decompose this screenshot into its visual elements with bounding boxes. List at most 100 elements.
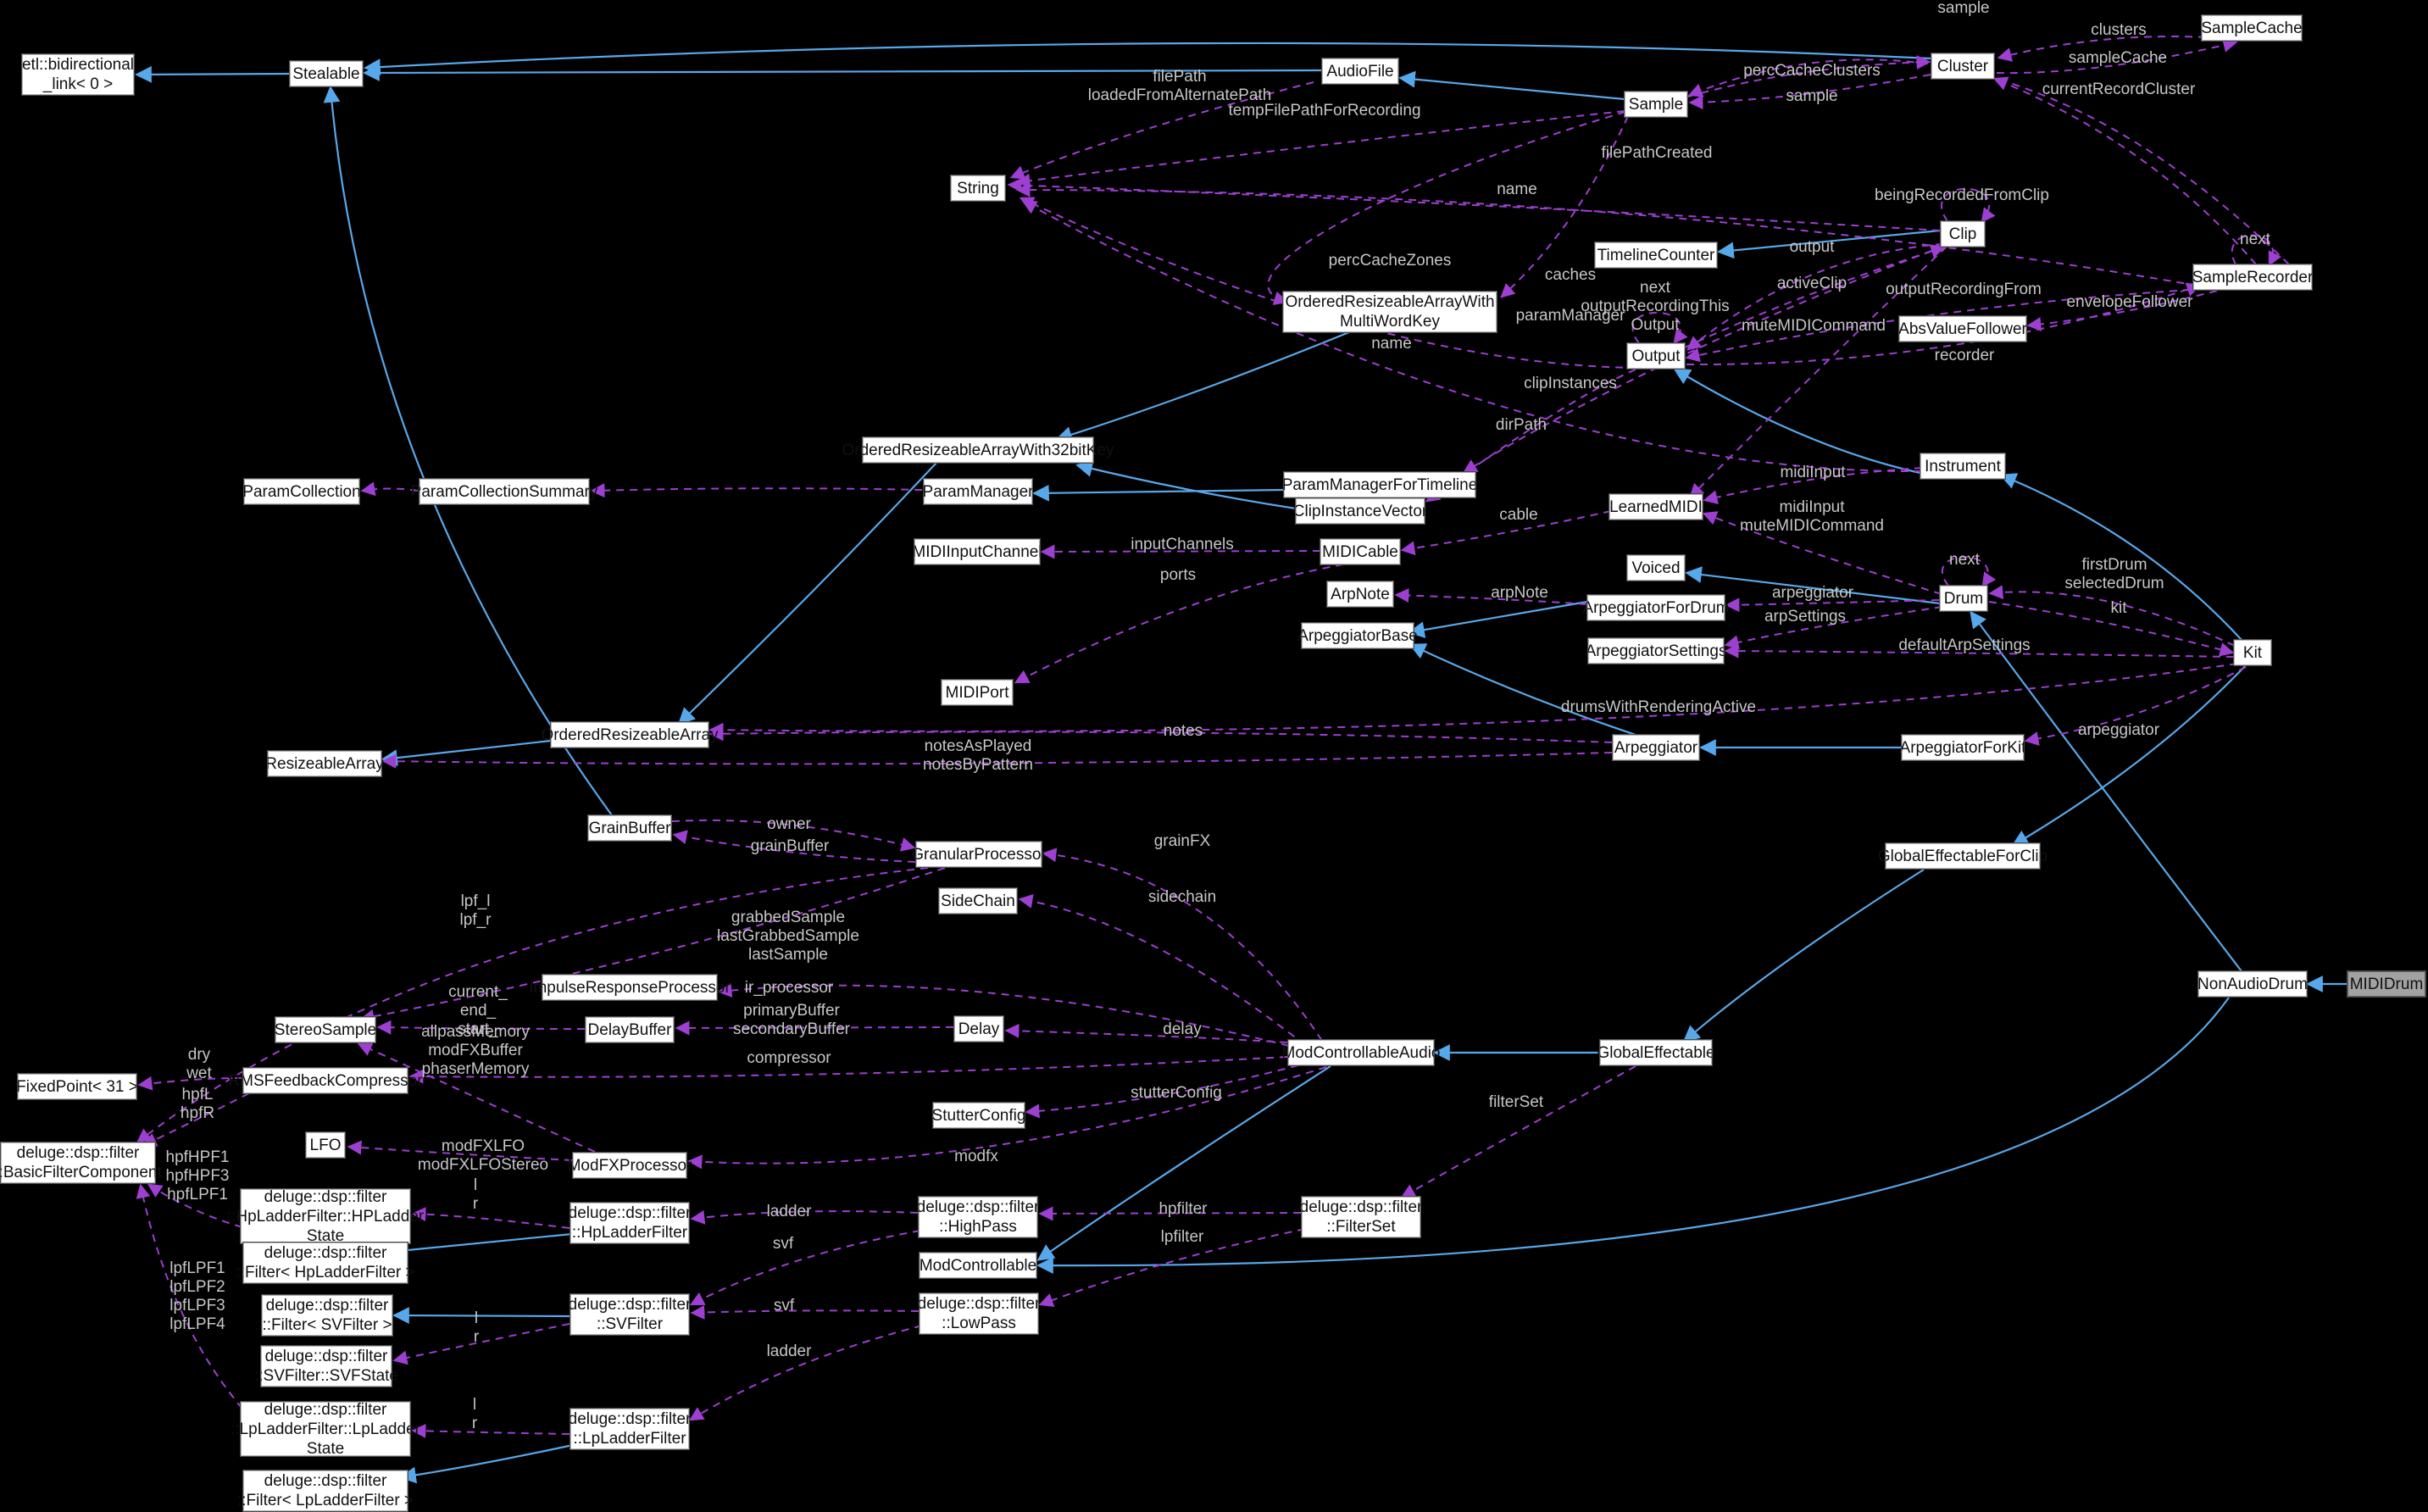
inheritance-edge-12	[1408, 643, 1636, 737]
node-arpeggiator[interactable]: Arpeggiator	[1612, 734, 1700, 761]
node-delay-buffer[interactable]: DelayBuffer	[585, 1016, 675, 1043]
node-filter-hp-ladder[interactable]: deluge::dsp::filter ::Filter< HpLadderFi…	[236, 1242, 415, 1284]
composition-edge-85	[1400, 1065, 1636, 1198]
node-mod-controllable[interactable]: ModControllable	[919, 1252, 1037, 1279]
composition-edge-40	[1685, 288, 2205, 363]
composition-edge-48	[1462, 245, 1946, 474]
node-grain-buffer[interactable]: GrainBuffer	[587, 814, 672, 842]
node-filter-sv[interactable]: deluge::dsp::filter ::Filter< SVFilter >	[261, 1294, 393, 1337]
composition-edge-88	[690, 1209, 919, 1225]
node-midi-input-channel[interactable]: MIDIInputChannel	[912, 538, 1042, 565]
composition-edge-27	[1687, 58, 2290, 265]
composition-edge-56	[1014, 564, 1344, 684]
node-learned-midi[interactable]: LearnedMIDI	[1608, 493, 1703, 520]
node-sample-cache[interactable]: SampleCache	[2201, 14, 2303, 42]
node-non-audio-drum[interactable]: NonAudioDrum	[2197, 970, 2308, 998]
node-instrument[interactable]: Instrument	[1920, 453, 2006, 480]
composition-edge-70	[1042, 848, 1323, 1042]
inheritance-edge-13	[1408, 600, 1588, 638]
composition-edge-55	[1040, 544, 1321, 559]
node-ordered-resizeable-array-with-32bit-key[interactable]: OrderedResizeableArrayWith32bitKey	[842, 436, 1114, 464]
node-timeline-counter[interactable]: TimelineCounter	[1594, 242, 1718, 269]
node-arpeggiator-base[interactable]: ArpeggiatorBase	[1297, 622, 1418, 649]
node-lp-ladder-filter[interactable]: deluge::dsp::filter ::LpLadderFilter	[568, 1408, 692, 1450]
node-basic-filter-component[interactable]: deluge::dsp::filter ::BasicFilterCompone…	[0, 1142, 162, 1184]
composition-edge-87	[1038, 1228, 1306, 1307]
node-global-effectable[interactable]: GlobalEffectable	[1597, 1039, 1715, 1066]
node-clip-instance-vector[interactable]: ClipInstanceVector	[1293, 498, 1427, 525]
node-impulse-response-processor[interactable]: ImpulseResponseProcessor	[529, 974, 731, 1001]
node-global-effectable-for-clip[interactable]: GlobalEffectableForClip	[1878, 842, 2047, 870]
inheritance-edge-21	[2011, 664, 2247, 847]
composition-edge-63	[1724, 643, 2235, 659]
node-clip[interactable]: Clip	[1940, 220, 1986, 247]
node-filter-set[interactable]: deluge::dsp::filter ::FilterSet	[1299, 1196, 1423, 1238]
node-low-pass[interactable]: deluge::dsp::filter ::LowPass	[917, 1292, 1041, 1335]
inheritance-edge-18	[381, 739, 552, 766]
node-param-manager-for-timeline[interactable]: ParamManagerForTimeline	[1282, 471, 1477, 498]
node-ordered-resizeable-array[interactable]: OrderedResizeableArray	[541, 721, 719, 748]
inheritance-edge-4	[1398, 70, 1625, 101]
composition-edge-34	[1015, 110, 1625, 188]
node-voiced[interactable]: Voiced	[1626, 554, 1686, 581]
composition-edge-92	[411, 1207, 570, 1229]
node-midi-cable[interactable]: MIDICable	[1320, 538, 1401, 565]
node-side-chain[interactable]: SideChain	[938, 887, 1018, 914]
node-stealable[interactable]: Stealable	[289, 60, 364, 87]
node-kit[interactable]: Kit	[2233, 639, 2272, 666]
composition-edge-71	[1018, 893, 1306, 1046]
composition-edge-46	[1267, 111, 1626, 306]
node-param-collection[interactable]: ParamCollection	[242, 478, 361, 505]
node-ordered-resizeable-array-with-multi-word-key[interactable]: OrderedResizeableArrayWith MultiWordKey	[1282, 291, 1497, 333]
composition-edge-52	[1703, 467, 1923, 504]
composition-edge-60	[1988, 601, 2235, 657]
node-hp-ladder-state[interactable]: deluge::dsp::filter ::HpLadderFilter::HP…	[226, 1187, 425, 1245]
node-fixed-point[interactable]: FixedPoint< 31 >	[16, 1073, 138, 1100]
node-etl-bidirectional-link[interactable]: etl::bidirectional _link< 0 >	[21, 53, 135, 96]
composition-edge-51	[1021, 200, 1923, 473]
node-output[interactable]: Output	[1626, 342, 1686, 370]
node-sv-filter[interactable]: deluge::dsp::filter ::SVFilter	[568, 1293, 692, 1336]
node-sample-recorder[interactable]: SampleRecorder	[2192, 264, 2313, 291]
node-arpeggiator-for-drum[interactable]: ArpeggiatorForDrum	[1582, 594, 1730, 621]
node-filter-lp-ladder[interactable]: deluge::dsp::filter ::Filter< LpLadderFi…	[236, 1470, 414, 1512]
composition-edge-59	[1988, 585, 2236, 647]
node-arp-note[interactable]: ArpNote	[1326, 581, 1394, 608]
composition-edge-47	[1500, 115, 1629, 298]
composition-edge-41	[1631, 311, 1688, 345]
inheritance-edge-8	[1685, 566, 1941, 605]
node-param-collection-summary[interactable]: ParamCollectionSummary	[411, 478, 597, 505]
node-mod-controllable-audio[interactable]: ModControllableAudio	[1282, 1039, 1440, 1066]
node-mod-fx-processor[interactable]: ModFXProcessor	[568, 1152, 692, 1179]
node-string[interactable]: String	[950, 175, 1006, 202]
node-arpeggiator-for-kit[interactable]: ArpeggiatorForKit	[1900, 734, 2025, 761]
node-svf-state[interactable]: deluge::dsp::filter ::SVFilter::SVFState	[254, 1345, 398, 1387]
node-arpeggiator-settings[interactable]: ArpeggiatorSettings	[1586, 637, 1726, 664]
node-cluster[interactable]: Cluster	[1931, 53, 1995, 80]
node-delay[interactable]: Delay	[953, 1015, 1004, 1042]
node-drum[interactable]: Drum	[1939, 585, 1988, 612]
node-lp-ladder-state[interactable]: deluge::dsp::filter ::LpLadderFilter::Lp…	[231, 1400, 420, 1458]
node-param-manager[interactable]: ParamManager	[923, 478, 1033, 505]
node-lfo[interactable]: LFO	[305, 1131, 346, 1159]
node-midi-drum[interactable]: MIDIDrum	[2347, 970, 2426, 998]
node-midi-port[interactable]: MIDIPort	[941, 679, 1014, 706]
node-rms-feedback-compressor[interactable]: RMSFeedbackCompressor	[228, 1067, 423, 1094]
inheritance-edge-23	[1036, 997, 2230, 1274]
composition-edge-31	[1687, 54, 1931, 97]
node-sample[interactable]: Sample	[1624, 91, 1688, 118]
node-abs-value-follower[interactable]: AbsValueFollower	[1898, 315, 2027, 342]
node-stutter-config[interactable]: StutterConfig	[932, 1102, 1025, 1129]
node-audio-file[interactable]: AudioFile	[1321, 58, 1399, 85]
inheritance-edge-26	[399, 1441, 586, 1484]
node-stereo-sample[interactable]: StereoSample	[275, 1016, 376, 1043]
inheritance-edge-17	[677, 462, 937, 725]
node-resizeable-array[interactable]: ResizeableArray	[265, 750, 384, 777]
node-high-pass[interactable]: deluge::dsp::filter ::HighPass	[916, 1196, 1040, 1238]
node-hp-ladder-filter[interactable]: deluge::dsp::filter ::HpLadderFilter	[568, 1202, 692, 1244]
inheritance-edge-6	[1673, 368, 1952, 481]
node-granular-processor[interactable]: GranularProcessor	[911, 841, 1047, 868]
composition-edge-78	[1004, 1023, 1288, 1043]
